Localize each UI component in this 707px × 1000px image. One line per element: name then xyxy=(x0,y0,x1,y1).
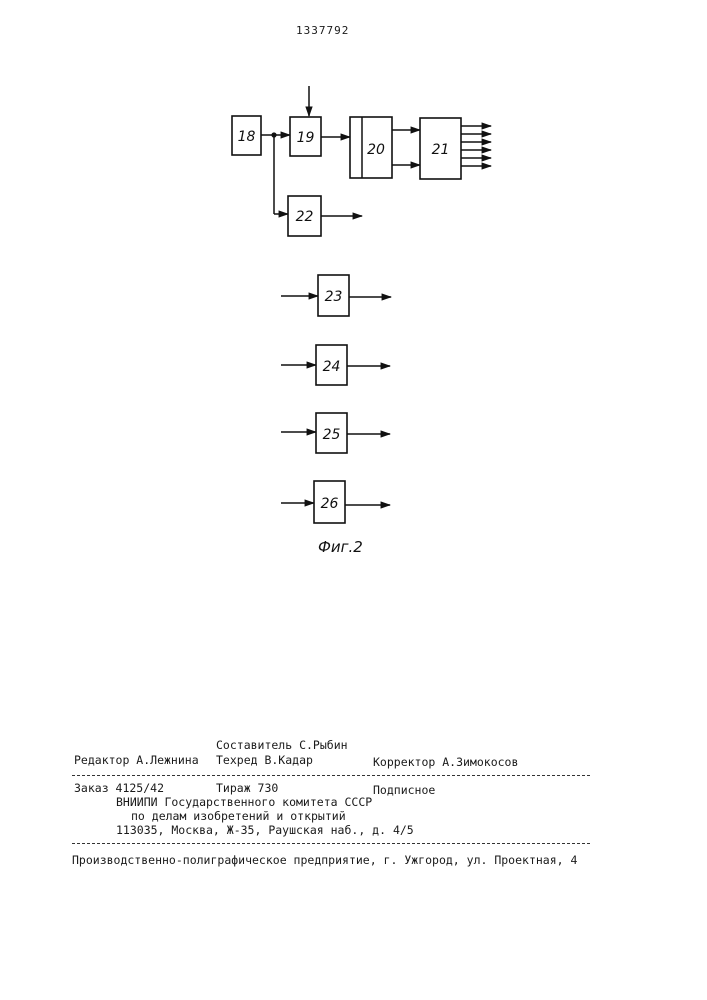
block-22-label: 22 xyxy=(296,209,314,225)
subscription-line: Подписное xyxy=(373,783,435,797)
circulation-line: Тираж 730 xyxy=(216,781,278,795)
block-26: 26 xyxy=(314,481,345,523)
block-25-label: 25 xyxy=(323,427,341,443)
order-line: Заказ 4125/42 xyxy=(74,781,164,795)
techred-line: Техред В.Кадар xyxy=(216,753,313,767)
corrector-line: Корректор А.Зимокосов xyxy=(373,755,518,769)
block-24: 24 xyxy=(316,345,347,385)
block-23-label: 23 xyxy=(325,289,343,305)
block-26-label: 26 xyxy=(321,496,339,512)
divider-bottom xyxy=(72,843,590,844)
editor-line: Редактор А.Лежнина xyxy=(74,753,199,767)
block-21: 21 xyxy=(420,118,461,179)
figure-caption: Фиг.2 xyxy=(318,538,363,556)
address-line: 113035, Москва, Ж-35, Раушская наб., д. … xyxy=(116,823,414,837)
block-22: 22 xyxy=(288,196,321,236)
block-23: 23 xyxy=(318,275,349,316)
block-19-label: 19 xyxy=(297,130,315,146)
printer-line: Производственно-полиграфическое предприя… xyxy=(72,853,577,867)
org-line-2: по делам изобретений и открытий xyxy=(131,809,346,823)
block-21-label: 21 xyxy=(432,142,450,158)
block-20-label: 20 xyxy=(367,142,385,158)
block-18-label: 18 xyxy=(238,129,256,145)
org-line-1: ВНИИПИ Государственного комитета СССР xyxy=(116,795,372,809)
divider-top xyxy=(72,775,590,776)
outputs-21 xyxy=(461,126,491,166)
block-18: 18 xyxy=(232,116,261,155)
block-24-label: 24 xyxy=(323,359,341,375)
block-20: 20 xyxy=(350,117,392,178)
block-19: 19 xyxy=(290,117,321,156)
composer-line: Составитель С.Рыбин xyxy=(216,738,348,752)
block-25: 25 xyxy=(316,413,347,453)
